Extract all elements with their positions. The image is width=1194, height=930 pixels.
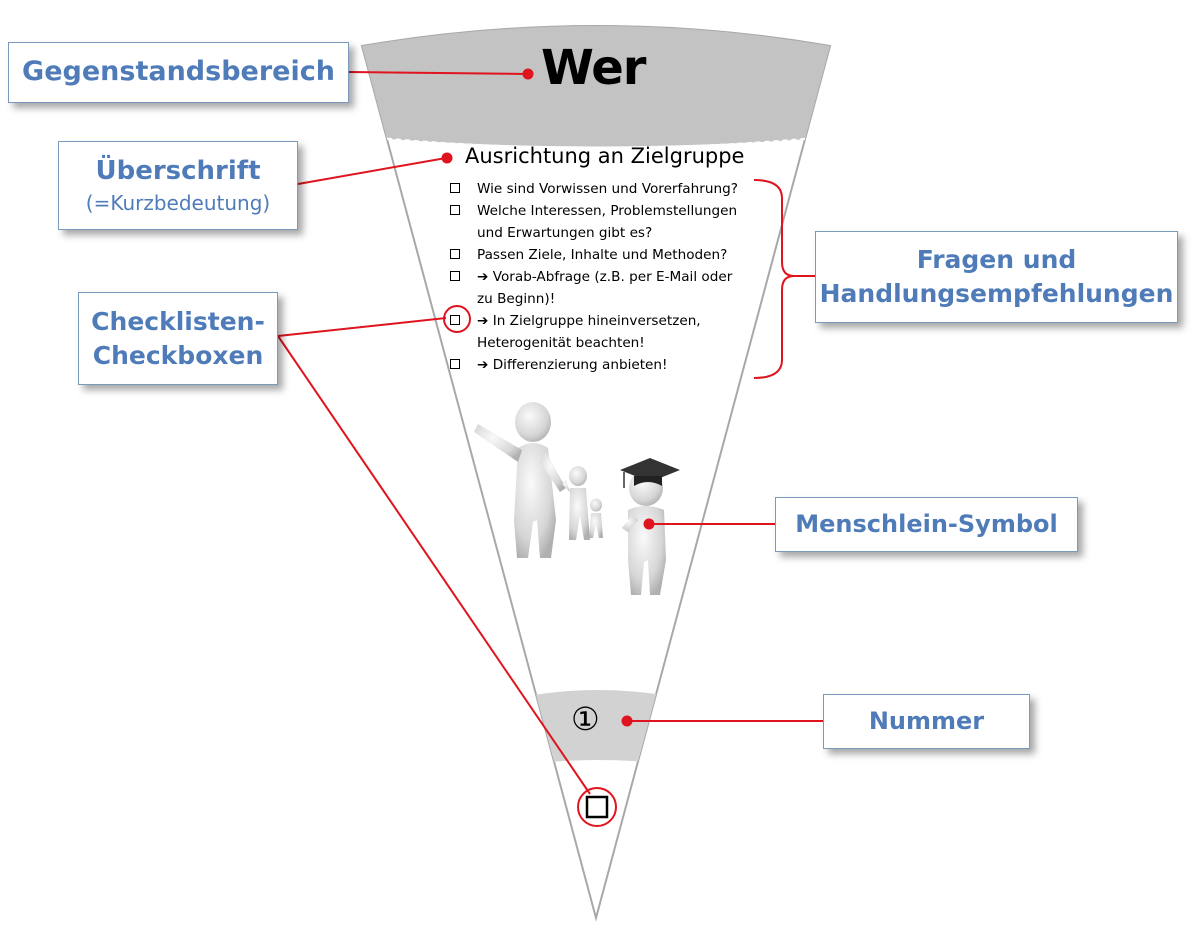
checklist-item-text: Passen Ziele, Inhalte und Methoden? [477,244,770,266]
checklist-item-text: Wie sind Vorwissen und Vorerfahrung? [477,178,770,200]
checklist-item-line: Passen Ziele, Inhalte und Methoden? [477,247,728,263]
label-fragen-line1: Fragen und [916,245,1077,275]
checklist-item: ➔ In Zielgruppe hineinversetzen, Heteroge… [450,310,770,354]
label-menschlein-text: Menschlein-Symbol [795,510,1058,539]
wedge-heading: Ausrichtung an Zielgruppe [465,144,745,168]
checklist-item-line: ➔ Vorab-Abfrage (z.B. per E-Mail oder [477,269,733,285]
label-fragen: Fragen und Handlungsempfehlungen [815,231,1178,323]
checklist-item-line: ➔ Differenzierung anbieten! [477,357,668,373]
wedge-title: Wer [541,40,646,96]
checklist: Wie sind Vorwissen und Vorerfahrung? Welc… [450,178,770,376]
checklist-item: Passen Ziele, Inhalte und Methoden? [450,244,770,266]
checkbox-icon[interactable] [450,183,460,193]
checkbox-icon[interactable] [450,359,460,369]
label-nummer-text: Nummer [868,707,985,736]
checkbox-icon[interactable] [450,315,460,325]
checklist-item-line: Wie sind Vorwissen und Vorerfahrung? [477,181,738,197]
checklist-item-line: zu Beginn)! [477,291,556,307]
checklist-item: Wie sind Vorwissen und Vorerfahrung? [450,178,770,200]
label-ueberschrift: Überschrift (=Kurzbedeutung) [58,141,298,230]
connectors [277,71,823,795]
checklist-item: Welche Interessen, Problemstellungen und … [450,200,770,244]
label-nummer: Nummer [823,694,1030,749]
label-fragen-line2: Handlungsempfehlungen [819,279,1174,308]
label-ueberschrift-text: Überschrift [95,156,261,187]
checkbox-icon[interactable] [450,271,460,281]
checklist-item: ➔ Vorab-Abfrage (z.B. per E-Mail oder zu … [450,266,770,310]
label-checkboxen: Checklisten- Checkboxen [78,292,278,385]
number-band [500,690,700,768]
checklist-item-text: ➔ Differenzierung anbieten! [477,354,770,376]
checkbox-icon[interactable] [450,249,460,259]
checkbox-highlight-circle [443,305,471,333]
bottom-checkbox [585,795,609,819]
checklist-item-line: ➔ In Zielgruppe hineinversetzen, [477,313,701,329]
checklist-item-text: ➔ In Zielgruppe hineinversetzen, Heteroge… [477,310,770,354]
label-menschlein: Menschlein-Symbol [775,497,1078,552]
label-checkboxen-line2: Checkboxen [92,340,264,370]
connector-dots [441,68,655,727]
label-ueberschrift-sub: (=Kurzbedeutung) [85,190,271,215]
top-band [362,26,830,149]
bottom-checkbox-highlight-circle [577,787,617,827]
checkbox-icon[interactable] [450,205,460,215]
checklist-item-line: Heterogenität beachten! [477,335,645,351]
label-gegenstandsbereich: Gegenstandsbereich [8,42,349,103]
wedge-number: ① [571,700,600,738]
checklist-item-text: Welche Interessen, Problemstellungen und … [477,200,770,244]
label-gegenstandsbereich-text: Gegenstandsbereich [22,56,335,88]
checklist-item: ➔ Differenzierung anbieten! [450,354,770,376]
checklist-item-text: ➔ Vorab-Abfrage (z.B. per E-Mail oder zu … [477,266,770,310]
teacher-and-students-figures-icon [474,402,680,595]
checklist-item-line: Welche Interessen, Problemstellungen [477,203,738,219]
label-checkboxen-line1: Checklisten- [91,306,265,336]
checklist-item-line: und Erwartungen gibt es? [477,225,653,241]
